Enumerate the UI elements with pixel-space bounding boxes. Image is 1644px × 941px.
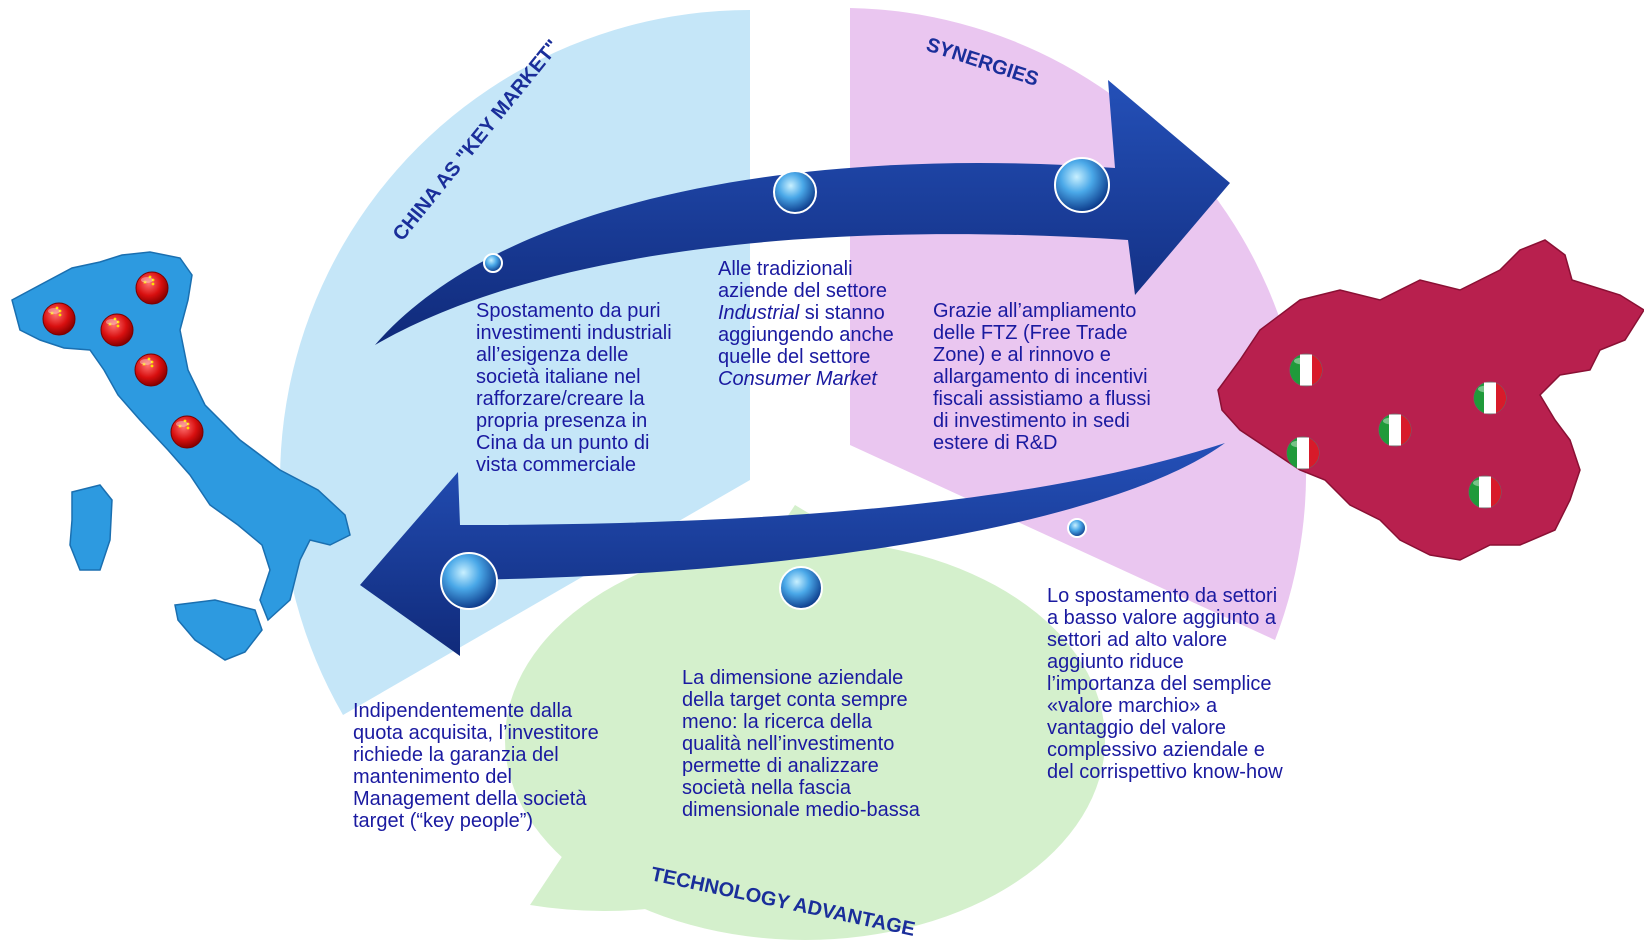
china-flag-pin-icon <box>134 353 168 387</box>
italy-flag-pin-icon <box>1378 413 1412 447</box>
text-line: qualità nell’investimento <box>682 733 895 755</box>
text-line: quota acquisita, l’investitore <box>353 722 599 744</box>
italy-flag-pin-icon <box>1468 475 1502 509</box>
text-line: l’importanza del semplice <box>1047 673 1272 695</box>
text-line: allargamento di incentivi <box>933 366 1148 388</box>
text-line: quelle del settore <box>718 346 871 368</box>
text-line: richiede la garanzia del <box>353 744 559 766</box>
text-line: Lo spostamento da settori <box>1047 585 1278 607</box>
text-line: Grazie all’ampliamento <box>933 300 1137 322</box>
lower-arrow <box>360 443 1225 656</box>
text-line: a basso valore aggiunto a <box>1047 607 1277 629</box>
text-line: mantenimento del <box>353 766 512 788</box>
text-line: società nella fascia <box>682 777 851 799</box>
text-line: investimenti industriali <box>476 322 672 344</box>
text-fragment: si stanno <box>799 302 885 324</box>
text-line: La dimensione aziendale <box>682 667 904 689</box>
text-line: vantaggio del valore <box>1047 717 1227 739</box>
text-line: «valore marchio» a <box>1047 695 1218 717</box>
china-flag-pin-icon <box>135 271 169 305</box>
italy-flag-pin-icon <box>1473 381 1507 415</box>
text-block-investimenti-commerciale: Spostamento da puri investimenti industr… <box>476 300 672 476</box>
text-line: Spostamento da puri <box>476 300 661 322</box>
italic-term: Consumer Market <box>718 368 877 390</box>
text-block-key-people: Indipendentemente dalla quota acquisita,… <box>353 700 599 832</box>
china-flag-pin-icon <box>100 313 134 347</box>
text-line: settori ad alto valore <box>1047 629 1228 651</box>
italy-flag-pin-icon <box>1289 353 1323 387</box>
text-line: di investimento in sedi <box>933 410 1130 432</box>
text-line: estere di R&D <box>933 432 1058 454</box>
text-line: dimensionale medio-bassa <box>682 799 920 821</box>
text-line: Indipendentemente dalla <box>353 700 573 722</box>
text-line: aziende del settore <box>718 280 888 302</box>
text-line: Alle tradizionali <box>718 258 853 280</box>
text-line: società italiane nel <box>476 366 641 388</box>
china-map-icon <box>1217 239 1644 561</box>
text-line: vista commerciale <box>476 454 637 476</box>
text-line: target (“key people”) <box>353 810 534 832</box>
text-line: Industrial si stanno <box>718 302 894 324</box>
bubble-icon <box>1067 518 1087 538</box>
text-line: Consumer Market <box>718 368 894 390</box>
bubble-icon <box>483 253 503 273</box>
text-line: Zone) e al rinnovo e <box>933 344 1111 366</box>
italy-flag-pin-icon <box>1286 436 1320 470</box>
text-line: aggiunto riduce <box>1047 651 1184 673</box>
bubble-icon <box>773 170 817 214</box>
text-block-dimensione-aziendale: La dimensione aziendale della target con… <box>682 667 920 821</box>
text-line: fiscali assistiamo a flussi <box>933 388 1151 410</box>
text-line: Management della società <box>353 788 587 810</box>
text-line: complessivo aziendale e <box>1047 739 1265 761</box>
china-flag-pin-icon <box>170 415 204 449</box>
text-line: propria presenza in <box>476 410 648 432</box>
text-line: del corrispettivo know-how <box>1047 761 1283 783</box>
bubble-icon <box>1054 157 1110 213</box>
text-line: Cina da un punto di <box>476 432 650 454</box>
text-line: della target conta sempre <box>682 689 908 711</box>
text-line: delle FTZ (Free Trade <box>933 322 1128 344</box>
text-block-ftz: Grazie all’ampliamento delle FTZ (Free T… <box>933 300 1151 454</box>
bubble-icon <box>440 552 498 610</box>
china-flag-pin-icon <box>42 302 76 336</box>
text-line: meno: la ricerca della <box>682 711 873 733</box>
italic-term: Industrial <box>718 302 800 324</box>
sector-technology-advantage-base <box>505 540 1105 940</box>
text-block-valore-aggiunto: Lo spostamento da settori a basso valore… <box>1047 585 1283 783</box>
bubble-icon <box>779 566 823 610</box>
text-line: all’esigenza delle <box>476 344 629 366</box>
text-block-consumer-market: Alle tradizionali aziende del settore In… <box>718 258 894 390</box>
text-line: permette di analizzare <box>682 755 879 777</box>
text-line: aggiungendo anche <box>718 324 894 346</box>
text-line: rafforzare/creare la <box>476 388 645 410</box>
